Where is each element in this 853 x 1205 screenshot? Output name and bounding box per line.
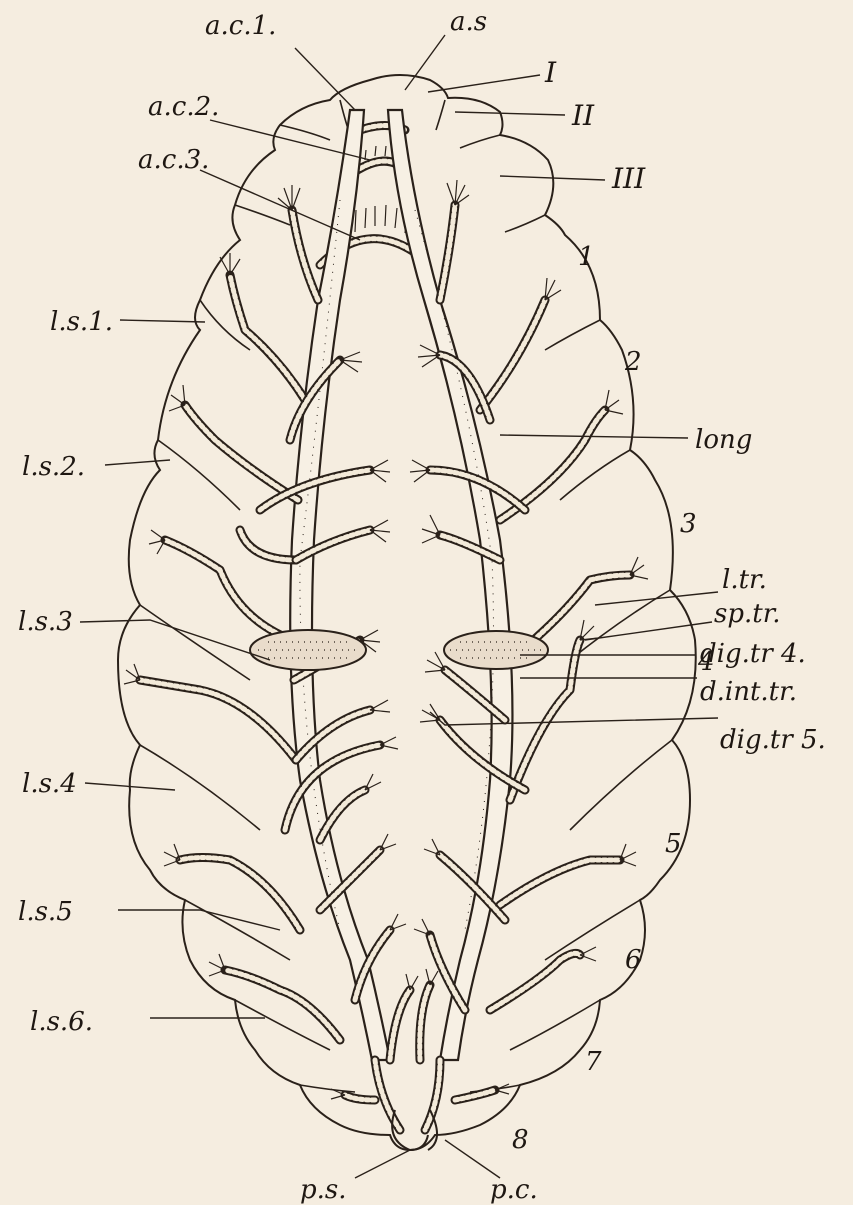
spiracle-right [444, 631, 548, 669]
label-long: long [695, 425, 752, 455]
label-as: a.s [450, 7, 487, 37]
spiracles [250, 630, 548, 670]
label-seg6: 6 [625, 945, 642, 975]
label-pc: p.c. [490, 1175, 538, 1205]
label-ltr: l.tr. [722, 565, 767, 595]
label-seg1: 1 [578, 242, 595, 272]
label-I: I [544, 56, 557, 89]
label-III: III [611, 162, 646, 195]
label-sptr: sp.tr. [714, 599, 781, 629]
label-digtr4: dig.tr 4. [700, 639, 806, 669]
label-ls2: l.s.2. [22, 452, 85, 482]
label-seg2: 2 [624, 347, 642, 377]
label-ls1: l.s.1. [50, 307, 113, 337]
tracheole-tufts [124, 180, 648, 1099]
label-II: II [571, 99, 595, 132]
label-ls5: l.s.5 [18, 897, 73, 927]
label-seg8: 8 [512, 1125, 529, 1155]
label-seg3: 3 [680, 509, 697, 539]
longitudinal-trunks [290, 110, 512, 1060]
label-ac3: a.c.3. [138, 145, 209, 175]
label-seg5: 5 [665, 829, 682, 859]
label-digtr5: dig.tr 5. [720, 725, 826, 755]
label-dinttr: d.int.tr. [700, 677, 797, 707]
label-ac1: a.c.1. [205, 11, 276, 41]
label-ls6: l.s.6. [30, 1007, 93, 1037]
label-ls3: l.s.3 [18, 607, 73, 637]
label-ls4: l.s.4 [22, 769, 77, 799]
label-ac2: a.c.2. [148, 92, 219, 122]
label-seg7: 7 [585, 1047, 602, 1077]
label-ps: p.s. [300, 1175, 347, 1205]
